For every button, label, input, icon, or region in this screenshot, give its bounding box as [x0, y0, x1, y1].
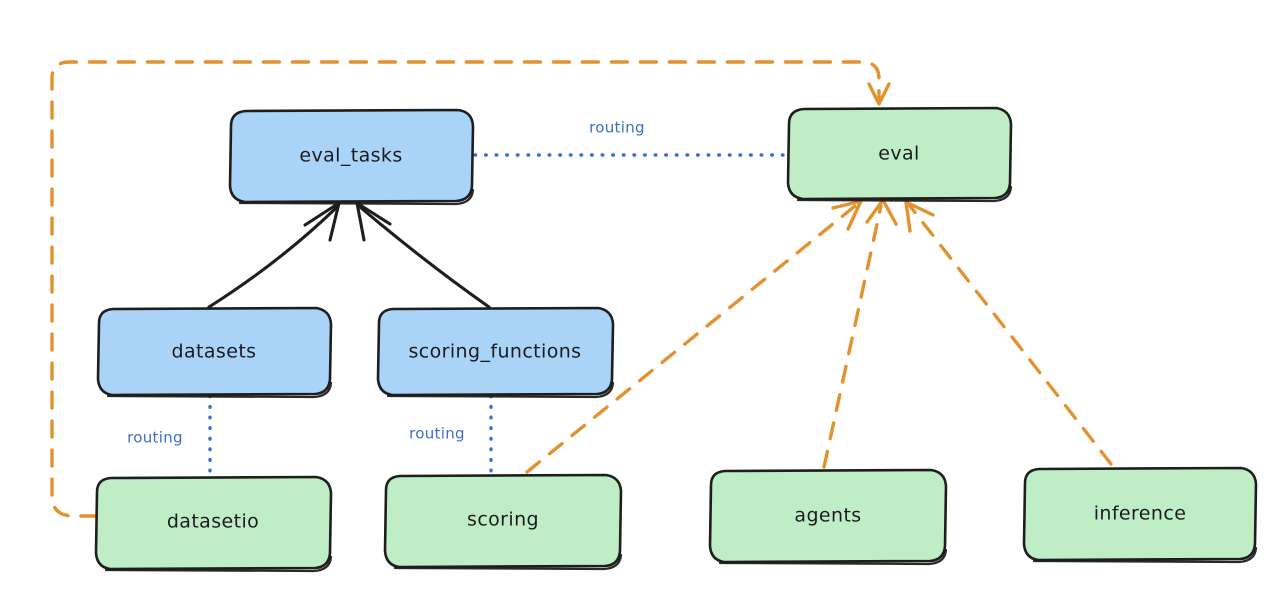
- node-agents[interactable]: agents: [708, 468, 948, 566]
- edge-label-layer: routing routing routing: [127, 119, 645, 447]
- edge-label-routing-datasets-datasetio: routing: [127, 429, 183, 447]
- node-label-agents: agents: [794, 505, 861, 527]
- node-scoring-functions[interactable]: scoring_functions: [376, 306, 615, 399]
- node-label-inference: inference: [1094, 503, 1187, 525]
- node-label-datasets: datasets: [172, 341, 257, 363]
- node-datasetio[interactable]: datasetio: [94, 475, 333, 573]
- edge-label-routing-scoring-functions-scoring: routing: [409, 425, 465, 443]
- node-label-scoring: scoring: [467, 509, 539, 531]
- node-label-eval: eval: [878, 143, 919, 165]
- node-layer: eval_tasks eval datasets scoring_functio…: [94, 106, 1258, 573]
- node-label-eval-tasks: eval_tasks: [299, 145, 402, 167]
- edge-datasets-eval-tasks[interactable]: [207, 201, 341, 309]
- edge-label-routing-eval-tasks-eval: routing: [589, 119, 645, 137]
- node-label-scoring-functions: scoring_functions: [409, 341, 582, 363]
- edge-scoring-functions-eval-tasks[interactable]: [355, 201, 491, 309]
- node-inference[interactable]: inference: [1022, 466, 1258, 564]
- node-label-datasetio: datasetio: [167, 511, 259, 533]
- node-datasets[interactable]: datasets: [96, 306, 333, 399]
- edge-agents-eval[interactable]: [822, 198, 898, 469]
- node-eval-tasks[interactable]: eval_tasks: [228, 108, 475, 206]
- node-eval[interactable]: eval: [786, 106, 1013, 203]
- edge-datasetio-eval[interactable]: [50, 60, 891, 518]
- edge-inference-eval[interactable]: [904, 200, 1113, 466]
- node-scoring[interactable]: scoring: [383, 473, 623, 571]
